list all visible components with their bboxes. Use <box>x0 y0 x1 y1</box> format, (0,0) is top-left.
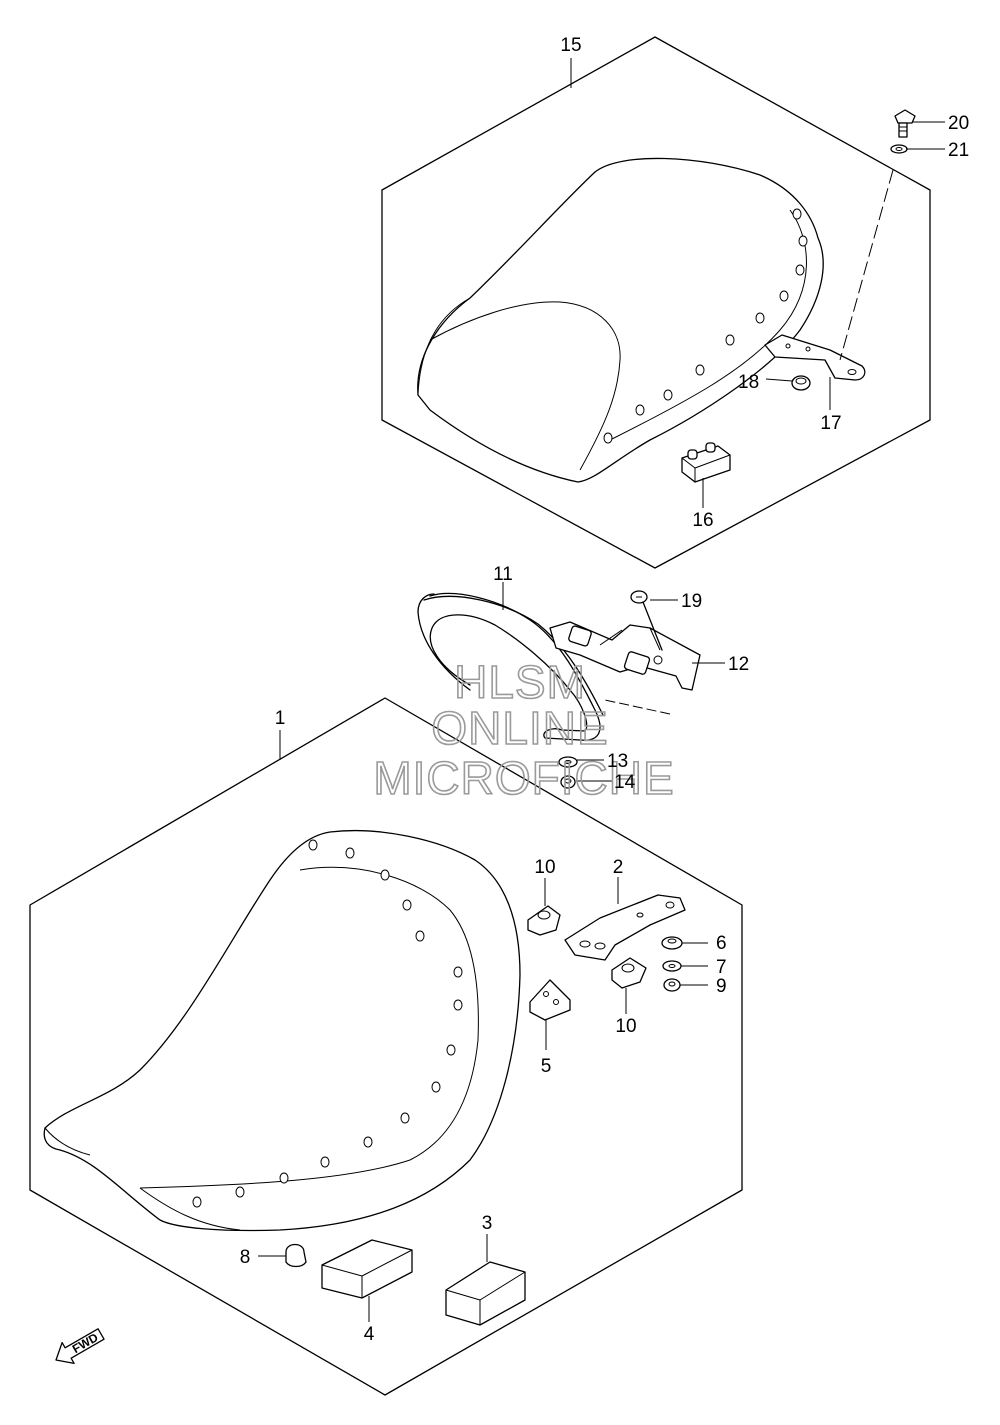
clip-10-upper <box>527 905 561 936</box>
clip-10-lower <box>611 957 647 989</box>
callout-8: 8 <box>240 1247 251 1268</box>
rear-seat-damper <box>681 442 731 483</box>
rear-seat-cushion <box>417 157 824 483</box>
callout-17: 17 <box>820 413 841 434</box>
hinge-screw <box>630 590 663 651</box>
callout-4: 4 <box>364 1324 375 1345</box>
callout-13: 13 <box>607 751 628 772</box>
callout-2: 2 <box>613 857 624 878</box>
callout-21: 21 <box>948 140 969 161</box>
callout-15: 15 <box>560 35 581 56</box>
rear-seat-nut <box>791 375 811 391</box>
rear-seat-group <box>381 36 945 569</box>
rear-seat-group-frame <box>381 36 931 569</box>
callout-10-lower: 10 <box>615 1016 636 1037</box>
nut-14 <box>560 775 576 789</box>
callout-11: 11 <box>493 564 513 585</box>
callout-19: 19 <box>681 591 702 612</box>
front-seat-damper <box>529 979 571 1021</box>
seat-hinge-bracket <box>549 621 701 691</box>
rear-seat-washer <box>890 144 908 154</box>
callout-18: 18 <box>738 372 759 393</box>
callout-6: 6 <box>716 933 727 954</box>
front-seat-group-frame <box>29 697 743 1396</box>
callout-7: 7 <box>716 957 727 978</box>
callout-9: 9 <box>716 976 727 997</box>
callout-labels: 15 20 21 18 17 16 11 19 12 13 14 1 10 2 … <box>240 35 969 1345</box>
nut-9 <box>663 978 681 992</box>
cap-8 <box>285 1243 307 1268</box>
watermark-line-3: MICROFICHE <box>373 752 674 804</box>
callout-20: 20 <box>948 113 969 134</box>
rear-seat-bracket <box>764 334 866 381</box>
pad-4 <box>321 1239 413 1299</box>
watermark-line-2: ONLINE <box>431 702 608 754</box>
fwd-arrow-icon: FWD <box>55 1328 105 1365</box>
front-seat-group <box>29 697 743 1396</box>
front-seat-bracket <box>564 894 686 961</box>
watermark: HLSM ONLINE MICROFICHE <box>373 655 675 805</box>
seat-strap <box>417 592 604 741</box>
callout-12: 12 <box>728 654 749 675</box>
seat-strap-hardware <box>417 582 725 789</box>
rear-seat-bolt <box>894 109 916 138</box>
callout-1: 1 <box>275 708 286 729</box>
front-seat-rivets <box>192 839 463 1208</box>
watermark-line-1: HLSM <box>454 656 586 708</box>
front-seat-cushion <box>43 829 521 1232</box>
callout-14: 14 <box>614 772 636 793</box>
callout-5: 5 <box>541 1056 552 1077</box>
callout-3: 3 <box>482 1213 493 1234</box>
rear-seat-rivets <box>603 208 808 444</box>
washer-13 <box>558 756 578 768</box>
pad-3 <box>445 1261 526 1326</box>
cushion-6 <box>661 936 683 950</box>
callout-10-upper: 10 <box>534 857 555 878</box>
washer-7 <box>662 960 682 972</box>
callout-16: 16 <box>692 510 713 531</box>
